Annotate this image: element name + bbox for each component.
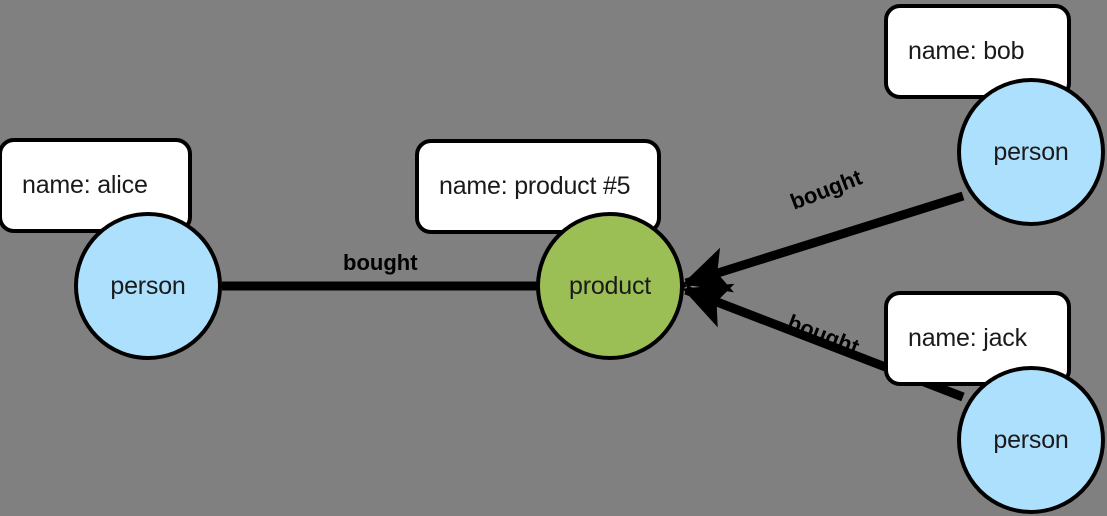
edge-bob-bought-product — [682, 191, 965, 293]
property-text-jack: name: jack — [908, 324, 1027, 352]
edge-label-text: bought — [343, 250, 418, 275]
node-type-label: person — [993, 425, 1069, 454]
node-jack[interactable]: person — [957, 366, 1105, 514]
node-type-label: person — [993, 137, 1069, 166]
property-text-bob: name: bob — [908, 37, 1025, 65]
edge-label-alice-bought: bought — [343, 250, 418, 276]
node-alice[interactable]: person — [74, 212, 222, 360]
node-type-label: product — [569, 271, 651, 300]
node-bob[interactable]: person — [957, 78, 1105, 226]
property-text-alice: name: alice — [22, 171, 148, 199]
node-product5[interactable]: product — [536, 212, 684, 360]
property-box-jack[interactable]: name: jack — [884, 291, 1071, 386]
node-type-label: person — [110, 271, 186, 300]
property-text-product5: name: product #5 — [439, 172, 631, 200]
